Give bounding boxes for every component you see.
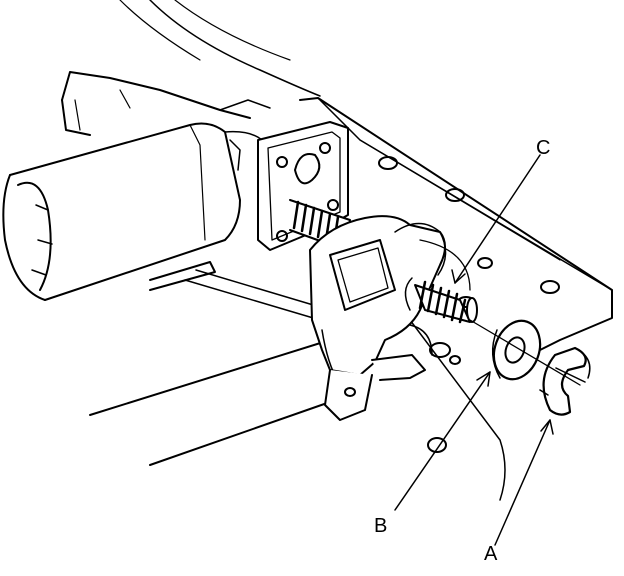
upper-bracket (61, 71, 271, 136)
assembly-centerline (469, 319, 581, 386)
bolt-icon (404, 277, 478, 324)
crank-arm (309, 215, 471, 421)
lower-shaft (89, 269, 353, 466)
leader-lines (394, 154, 554, 546)
leader-b-arrow (476, 371, 491, 387)
leader-a-arrow (540, 419, 554, 435)
callout-a: A (484, 543, 498, 565)
leader-c (454, 154, 541, 284)
motor-housing (2, 122, 263, 301)
callout-b: B (374, 515, 388, 537)
leader-c-arrow (451, 269, 466, 284)
leader-b (394, 371, 491, 511)
callout-c: C (536, 137, 551, 159)
leader-a (494, 419, 551, 546)
washer-icon (491, 319, 542, 381)
clip-icon (539, 346, 591, 416)
